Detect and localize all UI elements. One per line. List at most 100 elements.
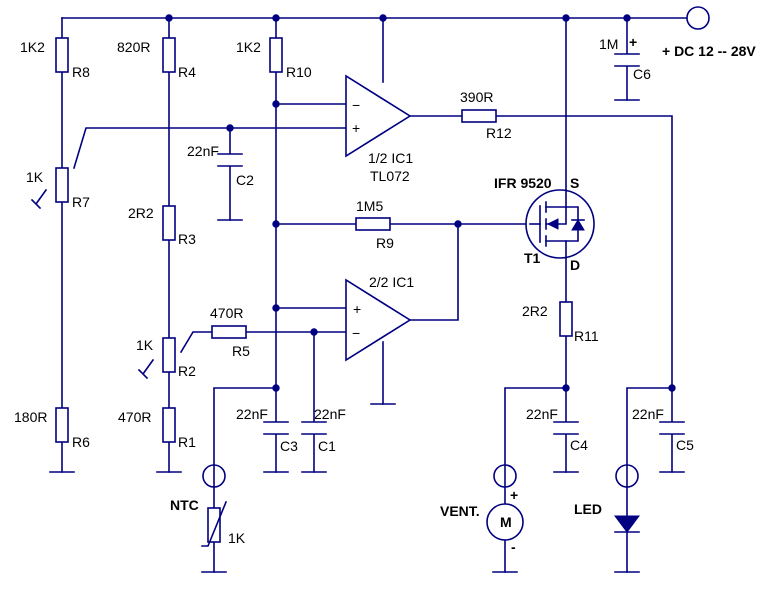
c2-ref-label: C2 (236, 172, 254, 188)
thermistor-ntc (207, 507, 221, 543)
junction-dot (226, 124, 234, 132)
ic1b-output-wire (409, 223, 459, 321)
ic1a-plus-sign: + (352, 120, 360, 136)
r8-value-label: 1K2 (20, 39, 45, 55)
ic1a-ref-label: 1/2 IC1 (368, 150, 413, 166)
ic1a-minus-sign: − (352, 97, 360, 113)
junction-dot (562, 384, 570, 392)
junction-dot (562, 14, 570, 22)
t1-source-label: S (570, 175, 579, 191)
motor-plus-label: + (510, 487, 518, 503)
junction-dot (272, 100, 280, 108)
wires (61, 17, 689, 573)
r8-ref-label: R8 (72, 64, 90, 80)
ntc-ref-label: NTC (170, 497, 199, 513)
thermistor-ntc-slash (201, 500, 228, 547)
r2-ref-label: R2 (178, 363, 196, 379)
capacitor-c4 (553, 421, 579, 435)
r6-value-label: 180R (14, 409, 47, 425)
r7-value-label: 1K (26, 169, 44, 185)
ic1a-output-wire (409, 115, 673, 473)
c1-value-label: 22nF (314, 406, 346, 422)
r12-value-label: 390R (460, 89, 493, 105)
resistor-r10 (269, 37, 283, 73)
c4-ref-label: C4 (570, 437, 588, 453)
r2-wiper-r5-wire (179, 331, 347, 354)
capacitor-c5 (659, 421, 685, 435)
opamp-ic1b (345, 278, 412, 362)
junction-dot (623, 14, 631, 22)
labels: 1K2 R8 820R R4 1K2 R10 1K R7 22nF C2 2R2… (14, 34, 756, 555)
opamp-ic1a (345, 74, 412, 158)
motor-symbol-label: M (500, 514, 512, 530)
resistor-r5 (211, 325, 247, 339)
led-wire (626, 387, 673, 573)
c6-value-label: 1M (599, 36, 618, 52)
vent-ref-label: VENT. (440, 503, 480, 519)
junction-dot (668, 384, 676, 392)
junction-dot (272, 304, 280, 312)
opamps (345, 74, 412, 362)
potentiometer-r7 (55, 167, 69, 203)
supply-terminal (686, 6, 710, 30)
junction-dot (379, 14, 387, 22)
resistor-r12 (461, 109, 497, 123)
resistor-r8 (55, 37, 69, 73)
r2-value-label: 1K (136, 337, 154, 353)
ic1a-type-label: TL072 (370, 168, 410, 184)
peripherals (201, 6, 710, 547)
capacitor-c3 (263, 421, 289, 435)
c3-value-label: 22nF (236, 406, 268, 422)
c5-ref-label: C5 (676, 437, 694, 453)
ground-symbols (49, 99, 685, 573)
resistor-r1 (162, 407, 176, 443)
t1-ref-label: T1 (524, 250, 541, 266)
t1-type-label: IFR 9520 (494, 175, 552, 191)
resistor-r6 (55, 407, 69, 443)
c6-plus-label: + (629, 34, 637, 50)
r11-value-label: 2R2 (522, 303, 548, 319)
led-diode-icon (614, 515, 640, 533)
r7-adjust-icon (30, 188, 48, 210)
mosfet-diode-icon (571, 219, 585, 231)
ic1b-plus-sign: + (353, 301, 361, 317)
r3-value-label: 2R2 (128, 205, 154, 221)
r4-value-label: 820R (117, 39, 150, 55)
junction-dot (272, 14, 280, 22)
c4-value-label: 22nF (526, 406, 558, 422)
r11-ref-label: R11 (574, 328, 599, 344)
c3-ref-label: C3 (280, 438, 298, 454)
capacitor-c6 (614, 53, 640, 67)
r7-ref-label: R7 (72, 194, 90, 210)
resistor-r11 (559, 301, 573, 337)
capacitor-c2 (217, 153, 243, 167)
r10-value-label: 1K2 (236, 39, 261, 55)
junction-dot (454, 220, 462, 228)
resistors (30, 37, 573, 443)
potentiometer-r2 (162, 337, 176, 373)
c6-ref-label: C6 (633, 66, 651, 82)
c1-ref-label: C1 (318, 438, 336, 454)
r1-ref-label: R1 (178, 434, 196, 450)
resistor-r3 (162, 205, 176, 241)
mosfet-arrow-icon (546, 218, 559, 230)
junction-dot (165, 14, 173, 22)
r5-value-label: 470R (210, 305, 243, 321)
r1-value-label: 470R (118, 409, 151, 425)
c5-value-label: 22nF (632, 406, 664, 422)
r12-ref-label: R12 (486, 125, 512, 141)
r7-wiper-wire (73, 127, 347, 169)
r9-value-label: 1M5 (356, 198, 383, 214)
ic1b-ref-label: 2/2 IC1 (369, 274, 414, 290)
r3-ref-label: R3 (178, 231, 196, 247)
r4-ref-label: R4 (178, 64, 196, 80)
junction-dot (272, 384, 280, 392)
ic1b-minus-sign: − (352, 325, 360, 341)
resistor-r4 (162, 37, 176, 73)
capacitors (217, 53, 685, 435)
t1-drain-label: D (570, 257, 580, 273)
r9-ref-label: R9 (376, 235, 394, 251)
capacitor-c1 (301, 421, 327, 435)
